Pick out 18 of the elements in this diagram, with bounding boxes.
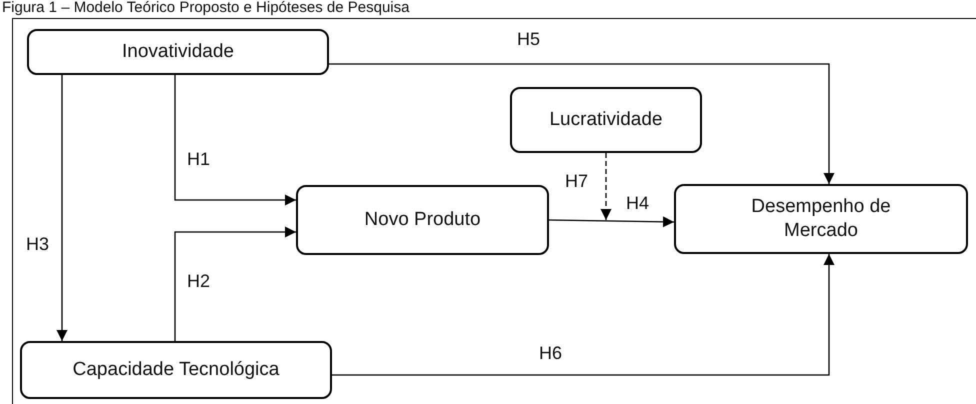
arrow xyxy=(174,75,296,206)
arrow xyxy=(332,254,834,376)
arrow xyxy=(329,63,834,184)
construct-box xyxy=(296,185,549,255)
node-label: Inovatividade xyxy=(122,40,234,64)
arrow xyxy=(174,226,296,341)
node-label: Lucratividade xyxy=(549,108,663,132)
node-label: Novo Produto xyxy=(364,208,481,232)
arrow xyxy=(548,216,674,228)
node-label: Desempenho de Mercado xyxy=(750,195,892,243)
figure-title: Figura 1 – Modelo Teórico Proposto e Hipóteses de Pesquisa xyxy=(2,0,410,16)
construct-box xyxy=(20,341,332,399)
arrow xyxy=(56,75,68,341)
construct-box xyxy=(674,184,968,254)
node-label: Capacidade Tecnológica xyxy=(72,358,280,382)
construct-box xyxy=(510,87,702,153)
construct-box xyxy=(27,29,329,75)
arrow xyxy=(600,153,612,220)
